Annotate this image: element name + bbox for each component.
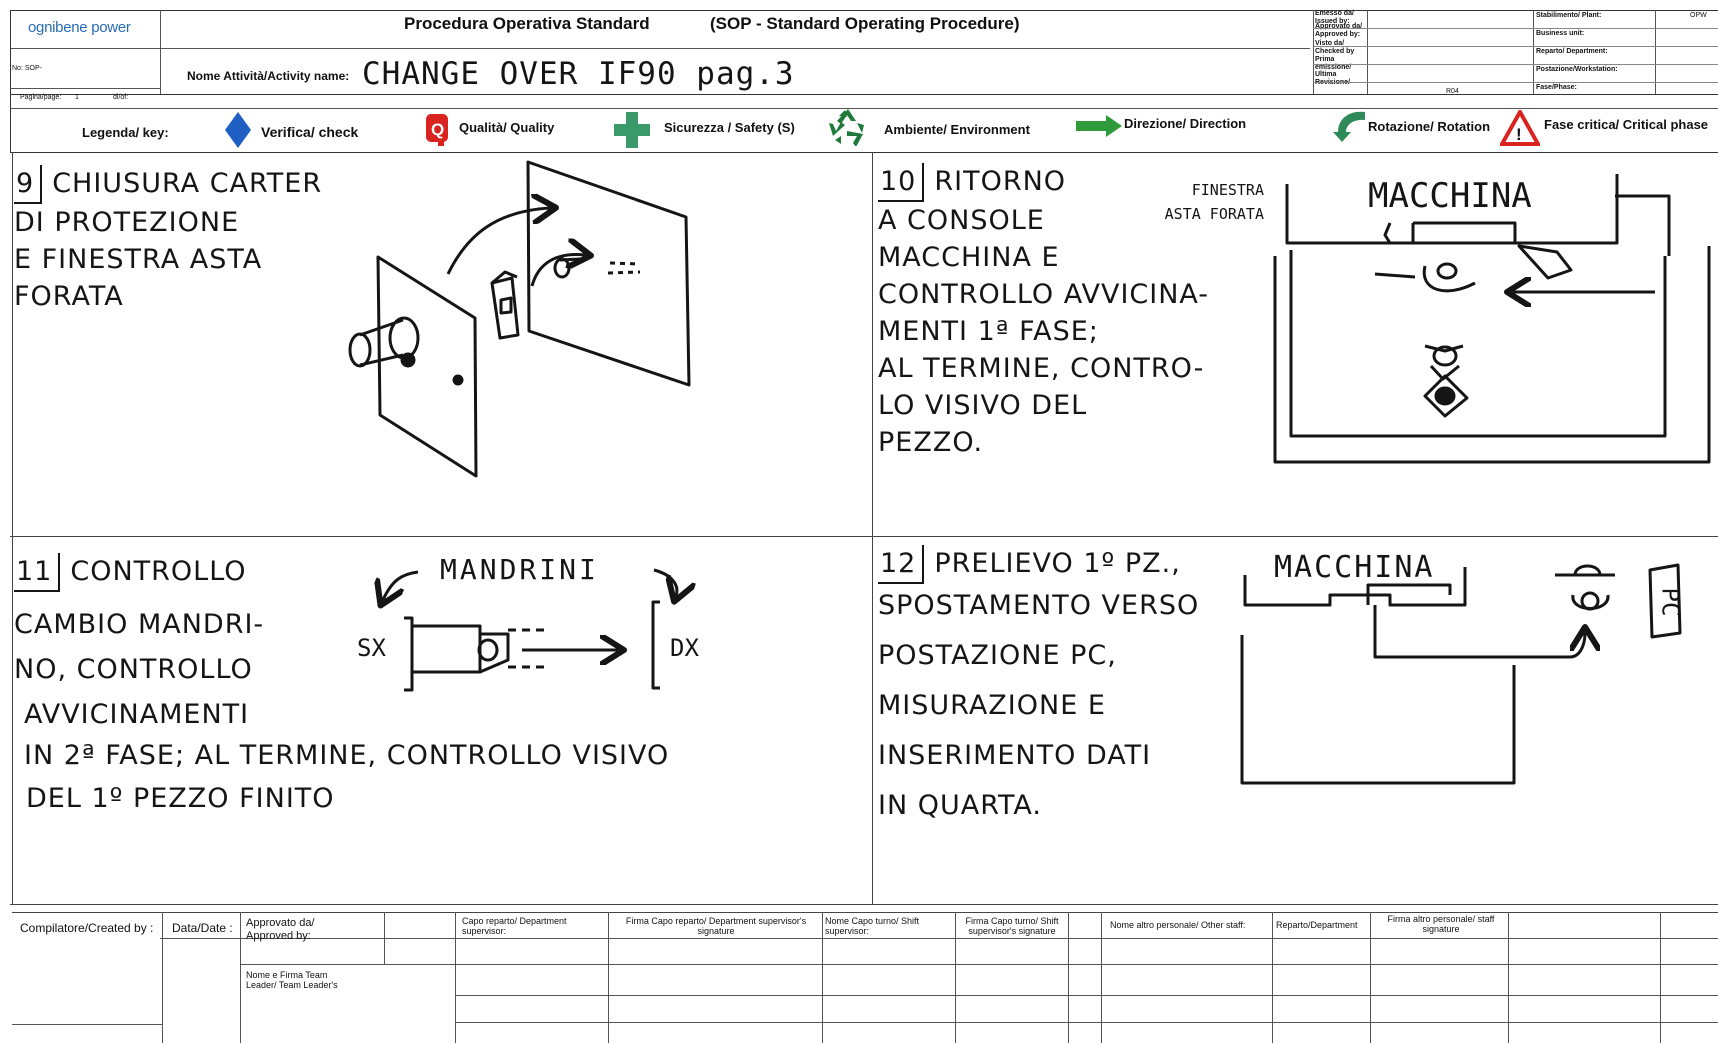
of-label: di/of:	[113, 94, 128, 102]
shift-supervisor-label: Nome Capo turno/ Shift supervisor:	[825, 916, 953, 936]
legend-check: Verifica/ check	[261, 124, 358, 140]
checked-by-label: Visto da/ Checked by	[1315, 40, 1365, 56]
legend-direction: Direzione/ Direction	[1124, 116, 1246, 131]
warning-icon: !	[1500, 110, 1540, 146]
company-logo: ognibene power	[28, 19, 131, 36]
page-number: 1	[75, 94, 79, 102]
step-10-line-7: LO VISIVO DEL	[878, 387, 1209, 424]
step-12-line-2: SPOSTAMENTO VERSO	[878, 587, 1199, 624]
step-11-line-1: CONTROLLO	[70, 556, 246, 587]
step-10-sketch	[1235, 166, 1715, 466]
activity-name: CHANGE OVER IF90 pag.3	[362, 56, 795, 92]
step-10-line-6: AL TERMINE, CONTRO-	[878, 350, 1209, 387]
created-by-label: Compilatore/Created by :	[20, 923, 153, 934]
page-title: Procedura Operativa Standard	[404, 14, 650, 34]
diamond-icon	[224, 111, 252, 149]
plant-value: OPW	[1690, 12, 1707, 20]
legend-quality: Qualità/ Quality	[459, 120, 554, 135]
page-subtitle: (SOP - Standard Operating Procedure)	[710, 14, 1020, 34]
step-11-line-6: DEL 1º PEZZO FINITO	[14, 780, 669, 817]
step-10-line-3: MACCHINA E	[878, 239, 1209, 276]
legend-critical: Fase critica/ Critical phase	[1544, 117, 1708, 132]
legend-key-label: Legenda/ key:	[82, 125, 169, 140]
quality-icon: Q	[424, 113, 452, 147]
step-11-line-4: AVVICINAMENTI	[14, 696, 669, 733]
rotation-icon	[1332, 108, 1370, 144]
step-10-number: 10	[878, 163, 924, 202]
step-10-line-8: PEZZO.	[878, 424, 1209, 461]
legend-safety: Sicurezza / Safety (S)	[664, 120, 795, 135]
approved-by-label: Approvato da/ Approved by:	[1315, 23, 1365, 40]
step-12-line-1: PRELIEVO 1º PZ.,	[934, 548, 1180, 579]
step-11-number: 11	[14, 553, 60, 592]
step-9-line-1: CHIUSURA CARTER	[52, 168, 322, 199]
step-10-line-1: RITORNO	[934, 166, 1066, 197]
step-9-line-4: FORATA	[14, 278, 322, 315]
approved-by-footer-label: Approvato da/ Approved by:	[246, 917, 346, 943]
shift-supervisor-signature-label: Firma Capo turno/ Shift supervisor's sig…	[958, 916, 1066, 936]
phase-label: Fase/Phase:	[1536, 84, 1654, 96]
step-9-text: 9 CHIUSURA CARTER DI PROTEZIONE E FINESTR…	[14, 165, 322, 315]
step-10-line-5: MENTI 1ª FASE;	[878, 313, 1209, 350]
arrow-icon	[1075, 114, 1123, 138]
step-9-line-2: DI PROTEZIONE	[14, 204, 322, 241]
issued-by-label: Emesso da/ Issued by:	[1315, 10, 1365, 23]
other-staff-label: Nome altro personale/ Other staff:	[1110, 920, 1270, 931]
cross-icon	[612, 110, 652, 148]
revision-value: R04	[1446, 88, 1459, 96]
step-12-line-6: IN QUARTA.	[878, 787, 1199, 824]
dept-supervisor-signature-label: Firma Capo reparto/ Department superviso…	[612, 916, 820, 936]
page-label: Pagina/page:	[20, 94, 61, 102]
svg-text:!: !	[1516, 125, 1522, 144]
step-12-sketch	[1240, 545, 1710, 790]
dept-supervisor-label: Capo reparto/ Department supervisor:	[462, 916, 602, 936]
other-department-label: Reparto/Department	[1276, 920, 1370, 931]
step-11-sketch	[370, 560, 700, 700]
staff-signature-label: Firma altro personale/ staff signature	[1376, 914, 1506, 934]
sop-number-label: No: SOP-	[12, 65, 42, 73]
step-9-number: 9	[14, 165, 42, 204]
legend-environment: Ambiente/ Environment	[884, 122, 1030, 137]
step-10-line-4: CONTROLLO AVVICINA-	[878, 276, 1209, 313]
date-label: Data/Date :	[172, 923, 233, 934]
step-12-text: 12 PRELIEVO 1º PZ., SPOSTAMENTO VERSO POS…	[878, 545, 1199, 824]
step-12-line-3: POSTAZIONE PC,	[878, 637, 1199, 674]
step-12-number: 12	[878, 545, 924, 584]
step-12-line-5: INSERIMENTO DATI	[878, 737, 1199, 774]
step-9-line-3: E FINESTRA ASTA	[14, 241, 322, 278]
step-11-line-5: IN 2ª FASE; AL TERMINE, CONTROLLO VISIVO	[14, 737, 669, 774]
meta-right: Stabilimento/ Plant: Business unit: Repa…	[1536, 12, 1654, 96]
recycle-icon	[827, 106, 869, 146]
step-12-line-4: MISURAZIONE E	[878, 687, 1199, 724]
activity-label: Nome Attività/Activity name:	[187, 69, 349, 83]
legend-rotation: Rotazione/ Rotation	[1368, 119, 1490, 134]
svg-text:Q: Q	[431, 120, 444, 139]
team-leader-label: Nome e Firma Team Leader/ Team Leader's	[246, 970, 356, 990]
step-9-sketch	[340, 160, 700, 480]
